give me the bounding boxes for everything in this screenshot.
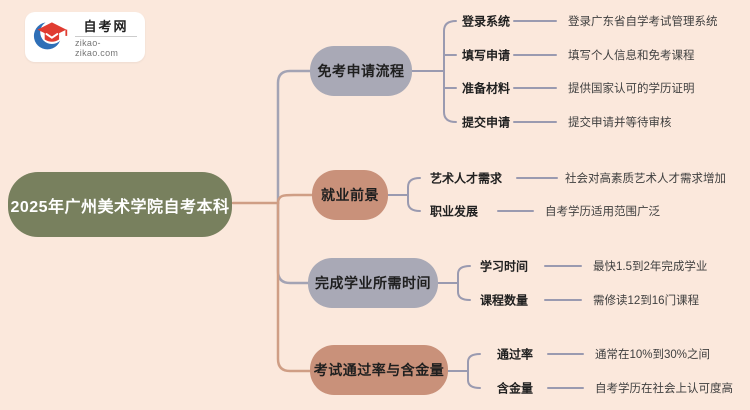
- edge-branch-4: [276, 201, 312, 373]
- branch-node-employment-outlook: 就业前景: [312, 170, 388, 220]
- branch-node-pass-rate-value: 考试通过率与含金量: [310, 345, 448, 395]
- detail-label: 提交申请并等待审核: [568, 117, 672, 129]
- subtopic-label: 准备材料: [462, 81, 511, 96]
- site-name: 自考网: [83, 19, 129, 34]
- detail-label: 填写个人信息和免考课程: [568, 50, 695, 62]
- subtopic-label: 填写申请: [462, 48, 511, 63]
- site-domain: zikao-zikao.com: [75, 36, 137, 58]
- mindmap-root-node: 2025年广州美术学院自考本科: [8, 172, 232, 237]
- subtopic-label: 登录系统: [462, 14, 511, 29]
- subtopic-label: 通过率: [497, 347, 534, 362]
- subtopic-label: 职业发展: [430, 204, 479, 219]
- edge-branch-1: [276, 69, 312, 205]
- site-logo[interactable]: 自考网 zikao-zikao.com: [25, 12, 145, 62]
- branch-node-exemption-process: 免考申请流程: [310, 46, 412, 96]
- branch-node-completion-time: 完成学业所需时间: [308, 258, 438, 308]
- graduation-cap-icon: [33, 17, 69, 58]
- edge-branch-3: [276, 201, 310, 285]
- detail-label: 社会对高素质艺术人才需求增加: [565, 173, 726, 185]
- detail-label: 最快1.5到2年完成学业: [593, 261, 708, 273]
- detail-label: 自考学历适用范围广泛: [545, 206, 660, 218]
- detail-label: 通常在10%到30%之间: [595, 349, 711, 361]
- bracket-branch-4: [447, 353, 584, 389]
- subtopic-label: 课程数量: [480, 293, 529, 308]
- detail-label: 需修读12到16门课程: [593, 295, 700, 307]
- detail-label: 提供国家认可的学历证明: [568, 83, 695, 95]
- subtopic-label: 学习时间: [480, 259, 529, 274]
- detail-label: 自考学历在社会上认可度高: [595, 383, 733, 395]
- subtopic-label: 提交申请: [462, 115, 511, 130]
- subtopic-label: 含金量: [497, 381, 534, 396]
- bracket-branch-2: [387, 177, 558, 212]
- edge-branch-2: [276, 193, 314, 205]
- bracket-branch-3: [437, 265, 582, 301]
- bracket-branch-1: [411, 20, 557, 123]
- detail-label: 登录广东省自学考试管理系统: [568, 16, 718, 28]
- subtopic-label: 艺术人才需求: [430, 171, 503, 186]
